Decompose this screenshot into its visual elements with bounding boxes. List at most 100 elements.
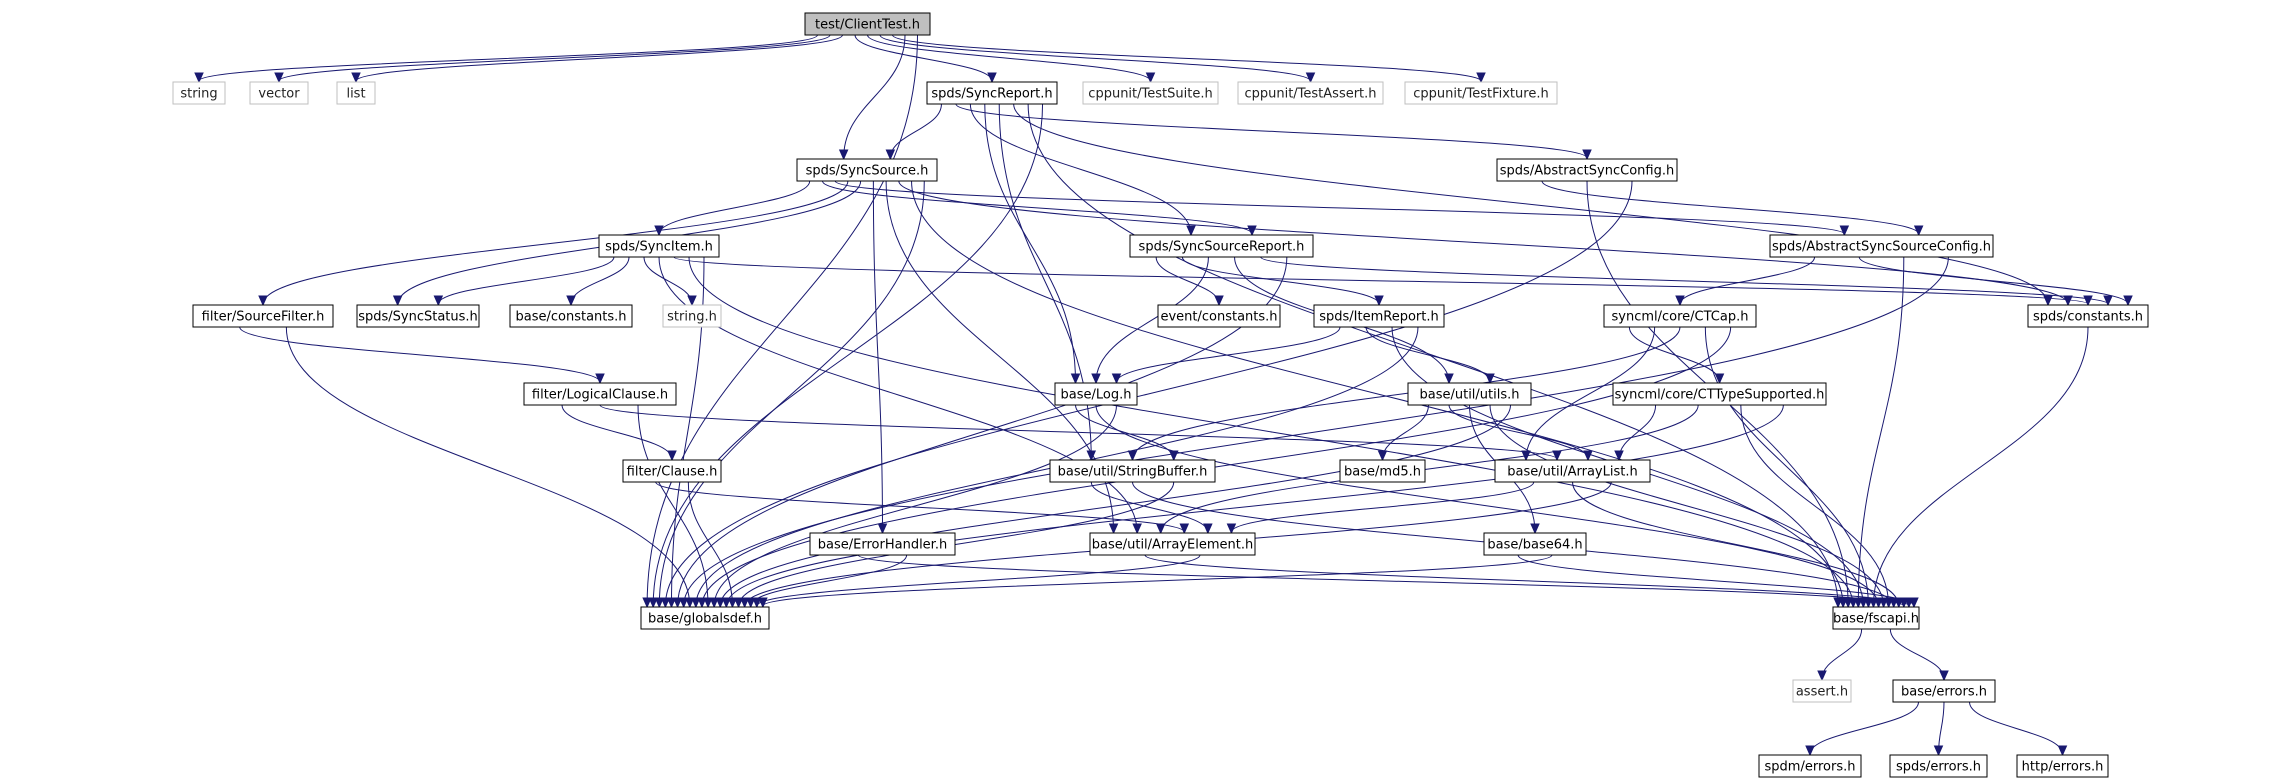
node-label: spds/SyncItem.h bbox=[605, 240, 713, 255]
edge-logicalclause-to-globalsdef bbox=[637, 404, 713, 609]
node-label: spds/SyncReport.h bbox=[931, 87, 1052, 102]
arrowhead bbox=[1444, 373, 1454, 385]
arrowhead bbox=[877, 523, 888, 535]
node-box bbox=[796, 158, 938, 182]
node-base64[interactable]: base/base64.h bbox=[1483, 532, 1587, 556]
node-label: filter/SourceFilter.h bbox=[202, 310, 325, 325]
arrowhead bbox=[566, 295, 576, 307]
node-box bbox=[1404, 81, 1558, 105]
node-abssyncconfig[interactable]: spds/AbstractSyncConfig.h bbox=[1496, 158, 1678, 182]
node-ctcap[interactable]: syncml/core/CTCap.h bbox=[1603, 304, 1757, 328]
node-spdserrors[interactable]: spds/errors.h bbox=[1889, 754, 1988, 778]
node-baseconstants[interactable]: base/constants.h bbox=[509, 304, 633, 328]
node-itemreport[interactable]: spds/ItemReport.h bbox=[1313, 304, 1445, 328]
node-syncreport[interactable]: spds/SyncReport.h bbox=[926, 81, 1058, 105]
node-box bbox=[598, 234, 720, 258]
edge-root-to-testfixture bbox=[892, 34, 1486, 84]
node-eventconstants[interactable]: event/constants.h bbox=[1157, 304, 1281, 328]
node-label: base/constants.h bbox=[515, 310, 626, 325]
edge-ctcap-to-globalsdef bbox=[697, 326, 1732, 609]
node-log[interactable]: base/Log.h bbox=[1054, 382, 1138, 406]
node-sourcefilter[interactable]: filter/SourceFilter.h bbox=[192, 304, 334, 328]
node-label: base/util/utils.h bbox=[1419, 388, 1519, 403]
node-utils[interactable]: base/util/utils.h bbox=[1407, 382, 1532, 406]
edge-syncsourcereport-to-eventconstants bbox=[1155, 256, 1224, 307]
edge-cttypesupported-to-arraylist bbox=[1614, 404, 1657, 462]
node-clause[interactable]: filter/Clause.h bbox=[622, 459, 722, 483]
edge-log-to-globalsdef bbox=[709, 404, 1117, 609]
node-box bbox=[1237, 81, 1384, 105]
arrowhead bbox=[727, 597, 738, 609]
arrowhead bbox=[1909, 597, 1919, 609]
node-cttypesupported[interactable]: syncml/core/CTTypeSupported.h bbox=[1612, 382, 1827, 406]
arrowhead bbox=[595, 373, 605, 385]
node-label: base/errors.h bbox=[1901, 685, 1987, 700]
node-label: spds/AbstractSyncConfig.h bbox=[1500, 164, 1674, 179]
node-box bbox=[1054, 382, 1138, 406]
node-box bbox=[249, 81, 309, 105]
arrowhead bbox=[2057, 745, 2068, 757]
node-md5[interactable]: base/md5.h bbox=[1339, 459, 1426, 483]
node-assert: assert.h bbox=[1792, 679, 1852, 703]
node-list: list bbox=[336, 81, 376, 105]
edge-syncsource-to-sourcefilter bbox=[258, 180, 849, 307]
node-box bbox=[809, 532, 956, 556]
edge-ctcap-to-stringbuffer bbox=[1127, 326, 1681, 462]
edge-stringbuffer-to-globalsdef bbox=[733, 481, 1175, 609]
node-spdsconstants[interactable]: spds/constants.h bbox=[2027, 304, 2149, 328]
arrowhead bbox=[2123, 295, 2133, 307]
node-label: string.h bbox=[667, 310, 717, 325]
node-box bbox=[1082, 81, 1219, 105]
node-fscapi[interactable]: base/fscapi.h bbox=[1832, 606, 1920, 630]
node-arrayelement[interactable]: base/util/ArrayElement.h bbox=[1089, 532, 1256, 556]
edge-root-to-vector bbox=[274, 34, 831, 84]
node-logicalclause[interactable]: filter/LogicalClause.h bbox=[523, 382, 677, 406]
node-label: base/globalsdef.h bbox=[648, 612, 762, 627]
node-errorhandler[interactable]: base/ErrorHandler.h bbox=[809, 532, 956, 556]
arrowhead bbox=[1127, 450, 1138, 462]
node-root[interactable]: test/ClientTest.h bbox=[804, 12, 931, 36]
node-abssyncsourceconfig[interactable]: spds/AbstractSyncSourceConfig.h bbox=[1769, 234, 1994, 258]
arrowhead bbox=[351, 72, 361, 84]
node-label: base/Log.h bbox=[1061, 388, 1132, 403]
node-globalsdef[interactable]: base/globalsdef.h bbox=[640, 606, 770, 630]
arrowhead bbox=[709, 597, 719, 609]
edge-syncreport-to-syncsource bbox=[885, 103, 942, 161]
edge-syncreport-to-fscapi bbox=[1027, 103, 1843, 609]
arrowhead bbox=[194, 72, 204, 84]
node-stringbuffer[interactable]: base/util/StringBuffer.h bbox=[1049, 459, 1216, 483]
edge-clause-to-globalsdef bbox=[687, 481, 738, 609]
arrowhead bbox=[1377, 450, 1388, 462]
node-label: cppunit/TestFixture.h bbox=[1413, 87, 1548, 102]
node-box bbox=[192, 304, 334, 328]
arrowhead bbox=[1111, 373, 1122, 385]
arrowhead bbox=[733, 597, 744, 609]
edge-abssyncconfig-to-abssyncsourceconfig bbox=[1541, 180, 1924, 237]
edge-base64-to-fscapi bbox=[1517, 554, 1919, 609]
node-stringh: string.h bbox=[662, 304, 722, 328]
node-box bbox=[172, 81, 226, 105]
node-label: base/util/StringBuffer.h bbox=[1058, 465, 1208, 480]
node-box bbox=[1494, 459, 1651, 483]
node-spdmerrors[interactable]: spdm/errors.h bbox=[1758, 754, 1862, 778]
edge-arrayelement-to-fscapi bbox=[1144, 554, 1914, 609]
arrowhead bbox=[691, 597, 701, 609]
arrowhead bbox=[1186, 225, 1196, 237]
arrowhead bbox=[2083, 295, 2093, 307]
node-label: filter/Clause.h bbox=[627, 465, 718, 480]
node-httperrors[interactable]: http/errors.h bbox=[2016, 754, 2109, 778]
edge-syncsource-to-errorhandler bbox=[872, 180, 888, 535]
arrowhead bbox=[1132, 523, 1142, 535]
node-syncstatus[interactable]: spds/SyncStatus.h bbox=[356, 304, 480, 328]
node-box bbox=[1339, 459, 1426, 483]
node-arraylist[interactable]: base/util/ArrayList.h bbox=[1494, 459, 1651, 483]
arrowhead bbox=[1933, 745, 1944, 757]
arrowhead bbox=[739, 597, 750, 609]
node-syncitem[interactable]: spds/SyncItem.h bbox=[598, 234, 720, 258]
edge-root-to-testassert bbox=[879, 34, 1316, 84]
node-syncsource[interactable]: spds/SyncSource.h bbox=[796, 158, 938, 182]
edge-base64-to-globalsdef bbox=[758, 554, 1553, 609]
node-baseerrors[interactable]: base/errors.h bbox=[1892, 679, 1996, 703]
node-label: base/ErrorHandler.h bbox=[818, 538, 947, 553]
node-syncsourcereport[interactable]: spds/SyncSourceReport.h bbox=[1129, 234, 1314, 258]
